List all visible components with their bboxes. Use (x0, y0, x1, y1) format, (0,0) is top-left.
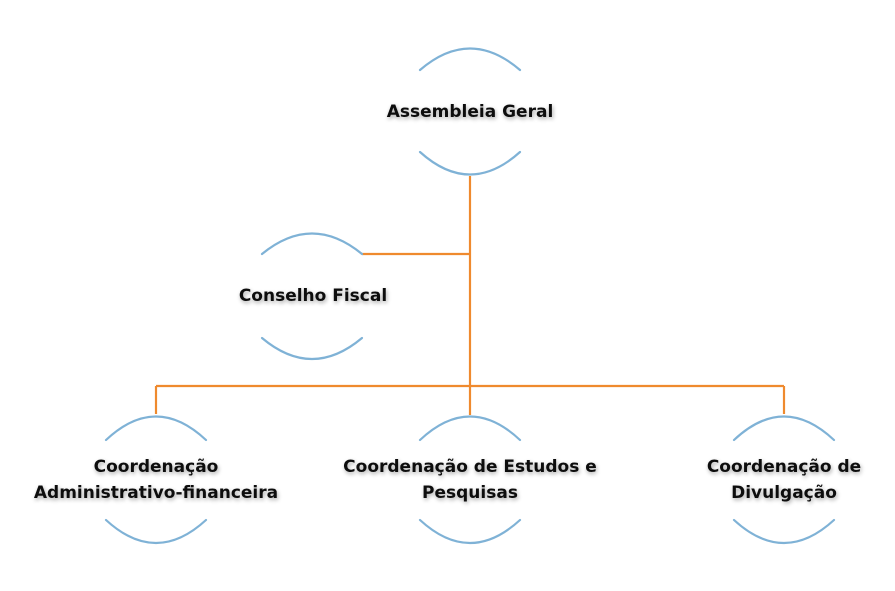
node-conselho-fiscal: Conselho Fiscal (239, 232, 387, 360)
node-coordenacao-divulgacao: Coordenação de Divulgação (707, 415, 861, 545)
node-label-admin-line-1: Coordenação (94, 457, 219, 477)
node-top-arc (260, 232, 364, 256)
node-label-conselho-fiscal: Conselho Fiscal (239, 286, 387, 306)
node-coordenacao-estudos-pesquisas: Coordenação de Estudos e Pesquisas (343, 415, 597, 545)
node-bottom-arc (418, 150, 522, 176)
node-label-divulgacao-line-1: Coordenação de (707, 457, 861, 477)
node-label-estudos-line-1: Coordenação de Estudos e (343, 457, 597, 477)
node-top-arc (418, 415, 522, 442)
node-coordenacao-administrativo-financeira: Coordenação Administrativo-financeira (34, 415, 278, 545)
connectors (154, 176, 786, 415)
node-top-arc (104, 415, 208, 442)
node-bottom-arc (104, 518, 208, 545)
node-label-assembleia-geral: Assembleia Geral (387, 102, 554, 122)
node-top-arc (732, 415, 836, 442)
node-top-arc (418, 47, 522, 72)
node-bottom-arc (418, 518, 522, 545)
node-label-divulgacao-line-2: Divulgação (731, 483, 837, 503)
node-bottom-arc (732, 518, 836, 545)
node-label-estudos-line-2: Pesquisas (422, 483, 518, 503)
node-assembleia-geral: Assembleia Geral (387, 47, 554, 176)
node-bottom-arc (260, 336, 364, 360)
node-label-admin-line-2: Administrativo-financeira (34, 483, 278, 503)
